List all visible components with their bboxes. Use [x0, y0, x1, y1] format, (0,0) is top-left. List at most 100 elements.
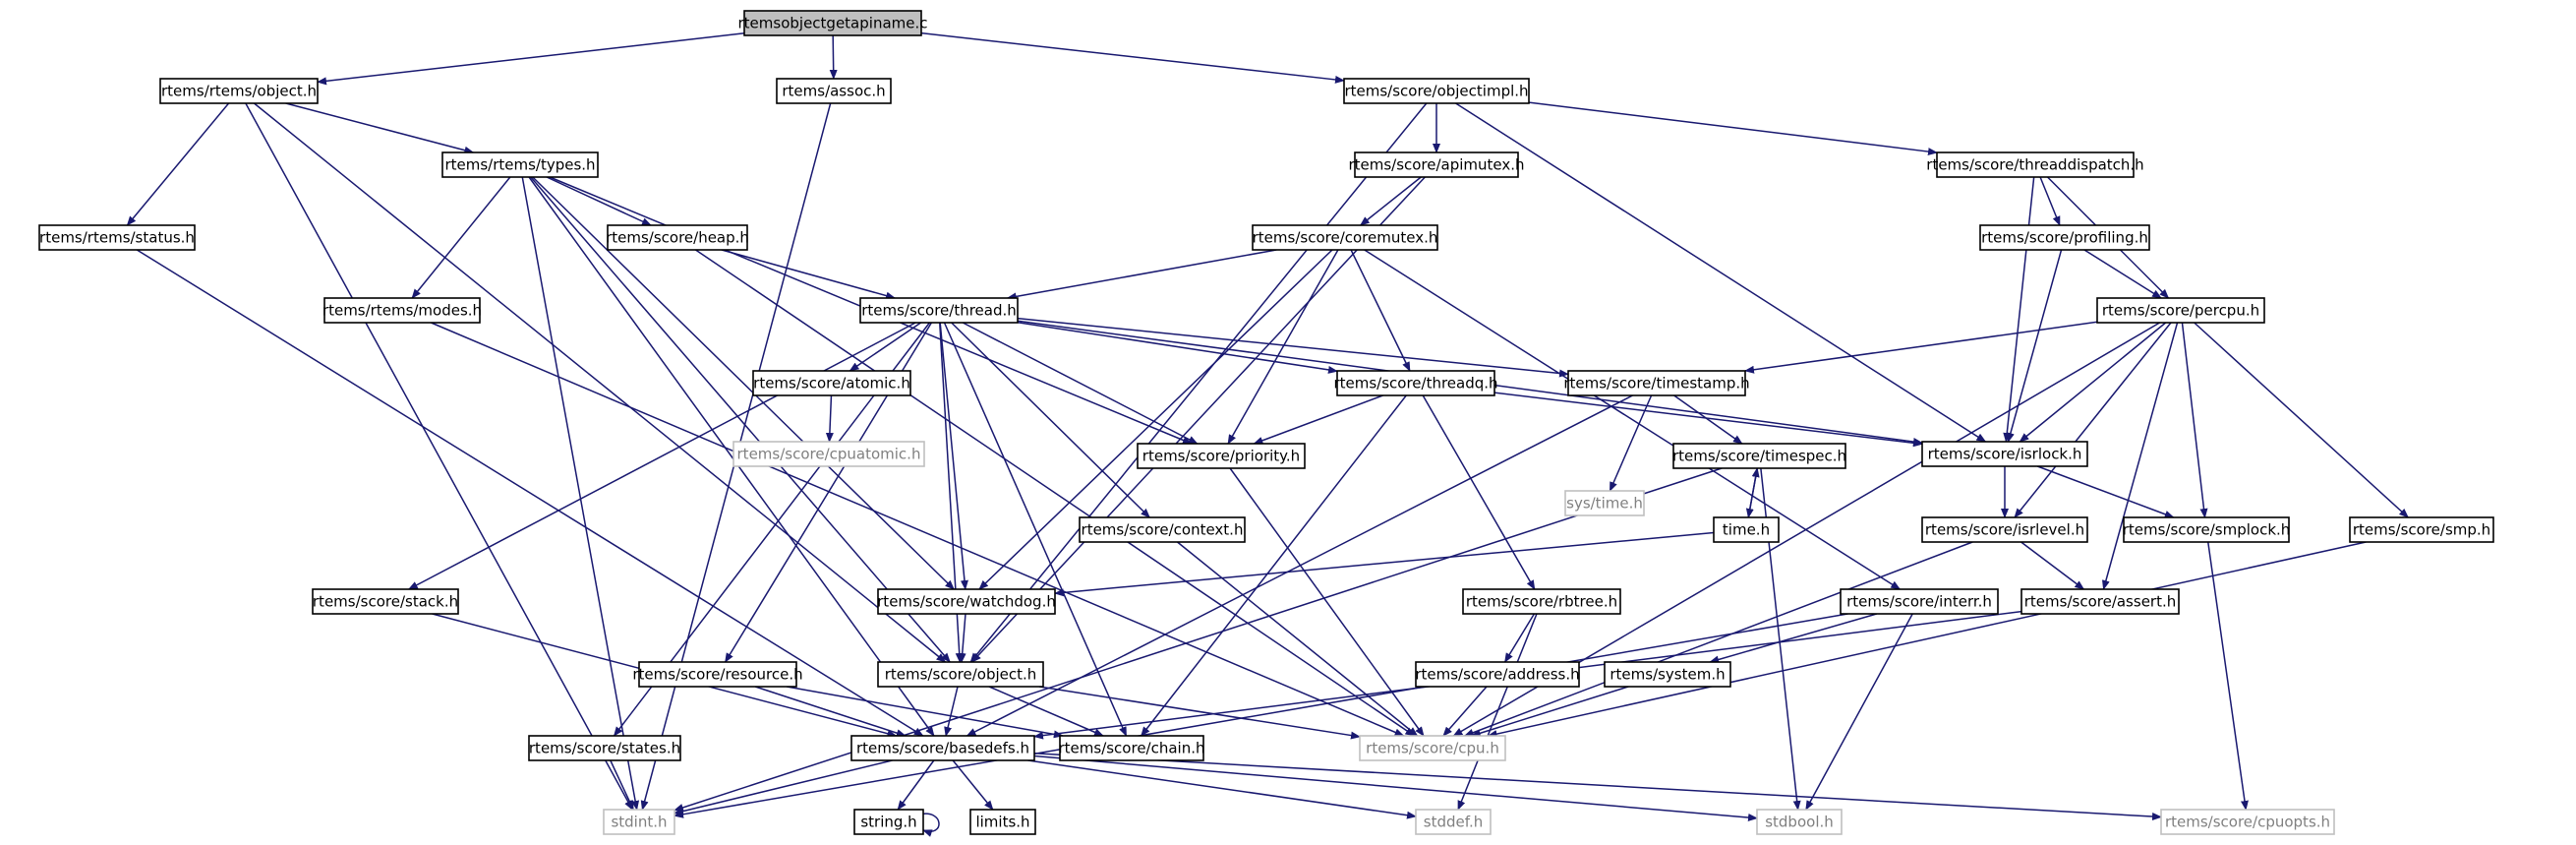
- node-label: rtems/score/threaddispatch.h: [1926, 156, 2143, 174]
- node-threadq[interactable]: rtems/score/threadq.h: [1333, 370, 1498, 396]
- node-cpuatomic: rtems/score/cpuatomic.h: [732, 441, 925, 467]
- edge-root-to-objectimpl: [920, 31, 1345, 84]
- node-label: rtems/score/apimutex.h: [1348, 156, 1524, 174]
- node-timespec[interactable]: rtems/score/timespec.h: [1672, 443, 1846, 469]
- edge-basedefs-to-limits: [952, 759, 994, 811]
- edge-score_object-to-basedefs: [944, 686, 959, 737]
- node-threaddispatch[interactable]: rtems/score/threaddispatch.h: [1926, 151, 2144, 178]
- node-heap[interactable]: rtems/score/heap.h: [606, 224, 749, 251]
- node-stdbool: stdbool.h: [1756, 809, 1843, 835]
- node-system[interactable]: rtems/system.h: [1604, 661, 1731, 688]
- node-label: string.h: [860, 814, 916, 831]
- edge-types-to-heap: [546, 176, 652, 226]
- node-box: [1079, 516, 1246, 543]
- node-types[interactable]: rtems/rtems/types.h: [441, 151, 599, 178]
- node-box: [1462, 588, 1621, 615]
- node-box: [2020, 588, 2180, 615]
- node-label: rtems/score/watchdog.h: [877, 593, 1056, 611]
- node-address[interactable]: rtems/score/address.h: [1415, 661, 1580, 688]
- edge-states-to-stdint: [610, 759, 634, 811]
- node-label: rtems/score/resource.h: [632, 666, 802, 684]
- edge-basedefs-to-stddef: [1027, 759, 1417, 819]
- node-box: [2160, 809, 2335, 835]
- node-box: [1840, 588, 1999, 615]
- node-box: [776, 78, 892, 104]
- node-chain[interactable]: rtems/score/chain.h: [1058, 735, 1205, 761]
- edge-threadq-to-chain: [1141, 394, 1407, 737]
- edge-thread-to-atomic: [849, 322, 922, 372]
- node-priority[interactable]: rtems/score/priority.h: [1137, 443, 1306, 469]
- node-status[interactable]: rtems/rtems/status.h: [38, 224, 196, 251]
- node-cpuopts: rtems/score/cpuopts.h: [2160, 809, 2335, 835]
- edge-isrlevel-to-assert: [2020, 541, 2085, 590]
- edge-thread-to-watchdog: [939, 322, 968, 590]
- node-score_object[interactable]: rtems/score/object.h: [877, 661, 1044, 688]
- node-smp[interactable]: rtems/score/smp.h: [2349, 516, 2494, 543]
- edge-percpu-to-isrlock: [2019, 322, 2167, 443]
- node-percpu[interactable]: rtems/score/percpu.h: [2096, 297, 2265, 324]
- node-label: rtems/score/percpu.h: [2102, 302, 2259, 320]
- node-box: [607, 224, 748, 251]
- edge-score_object-to-chain: [988, 686, 1104, 737]
- node-timestamp[interactable]: rtems/score/timestamp.h: [1563, 370, 1750, 396]
- node-states[interactable]: rtems/score/states.h: [528, 735, 681, 761]
- edge-rtems_object-to-types: [285, 102, 475, 154]
- edge-threadq-to-priority: [1253, 394, 1383, 445]
- node-modes[interactable]: rtems/rtems/modes.h: [322, 297, 482, 324]
- node-interr[interactable]: rtems/score/interr.h: [1840, 588, 1999, 615]
- node-smplock[interactable]: rtems/score/smplock.h: [2123, 516, 2291, 543]
- edge-thread-to-context: [951, 322, 1150, 518]
- node-rtems_assoc[interactable]: rtems/assoc.h: [776, 78, 892, 104]
- node-resource[interactable]: rtems/score/resource.h: [632, 661, 803, 688]
- node-thread[interactable]: rtems/score/thread.h: [859, 297, 1019, 324]
- node-time[interactable]: time.h: [1713, 516, 1780, 543]
- edge-interr-to-stdbool: [1805, 613, 1913, 811]
- node-box: [441, 151, 599, 178]
- node-profiling[interactable]: rtems/score/profiling.h: [1979, 224, 2150, 251]
- node-label: rtems/score/profiling.h: [1981, 229, 2148, 247]
- node-rbtree[interactable]: rtems/score/rbtree.h: [1462, 588, 1621, 615]
- edge-layer: [126, 31, 2410, 837]
- edge-percpu-to-smp: [2194, 322, 2410, 518]
- node-box: [1359, 735, 1506, 761]
- node-label: rtems/score/rbtree.h: [1466, 593, 1617, 611]
- node-string[interactable]: string.h: [853, 809, 924, 835]
- node-label: rtems/score/stack.h: [313, 593, 458, 611]
- node-atomic[interactable]: rtems/score/atomic.h: [752, 370, 911, 396]
- edge-score_object-to-cpu: [1038, 686, 1361, 740]
- node-box: [969, 809, 1036, 835]
- node-isrlock[interactable]: rtems/score/isrlock.h: [1921, 441, 2088, 467]
- edge-priority-to-cpu: [1229, 467, 1425, 737]
- node-apimutex[interactable]: rtems/score/apimutex.h: [1348, 151, 1525, 178]
- node-label: rtems/score/heap.h: [606, 229, 749, 247]
- node-label: rtems/score/smplock.h: [2123, 521, 2291, 539]
- node-context[interactable]: rtems/score/context.h: [1079, 516, 1246, 543]
- node-label: rtems/rtems/object.h: [161, 83, 317, 100]
- edge-types-to-score_object: [530, 176, 951, 663]
- node-isrlevel[interactable]: rtems/score/isrlevel.h: [1921, 516, 2088, 543]
- edge-timestamp-to-timespec: [1673, 394, 1743, 445]
- node-box: [1564, 490, 1645, 516]
- node-box: [1713, 516, 1780, 543]
- node-label: rtems/score/context.h: [1082, 521, 1244, 539]
- edge-threadq-to-isrlock: [1493, 392, 1923, 448]
- edge-profiling-to-percpu: [2083, 249, 2162, 299]
- node-box: [2123, 516, 2290, 543]
- node-assert[interactable]: rtems/score/assert.h: [2020, 588, 2180, 615]
- edge-basedefs-to-stdbool: [1033, 754, 1758, 822]
- node-limits[interactable]: limits.h: [969, 809, 1036, 835]
- node-basedefs[interactable]: rtems/score/basedefs.h: [850, 735, 1035, 761]
- node-stddef: stddef.h: [1415, 809, 1492, 835]
- node-objectimpl[interactable]: rtems/score/objectimpl.h: [1343, 78, 1530, 104]
- node-label: rtems/score/atomic.h: [753, 375, 910, 392]
- node-rtems_object[interactable]: rtems/rtems/object.h: [159, 78, 319, 104]
- edge-apimutex-to-coremutex: [1359, 176, 1422, 226]
- node-stack[interactable]: rtems/score/stack.h: [312, 588, 459, 615]
- node-box: [603, 809, 675, 835]
- node-root[interactable]: rtemsobjectgetapiname.c: [738, 10, 928, 36]
- edge-rtems_object-to-score_object: [254, 102, 947, 663]
- node-coremutex[interactable]: rtems/score/coremutex.h: [1252, 224, 1438, 251]
- node-box: [1354, 151, 1519, 178]
- node-watchdog[interactable]: rtems/score/watchdog.h: [877, 588, 1056, 615]
- node-stdint: stdint.h: [603, 809, 675, 835]
